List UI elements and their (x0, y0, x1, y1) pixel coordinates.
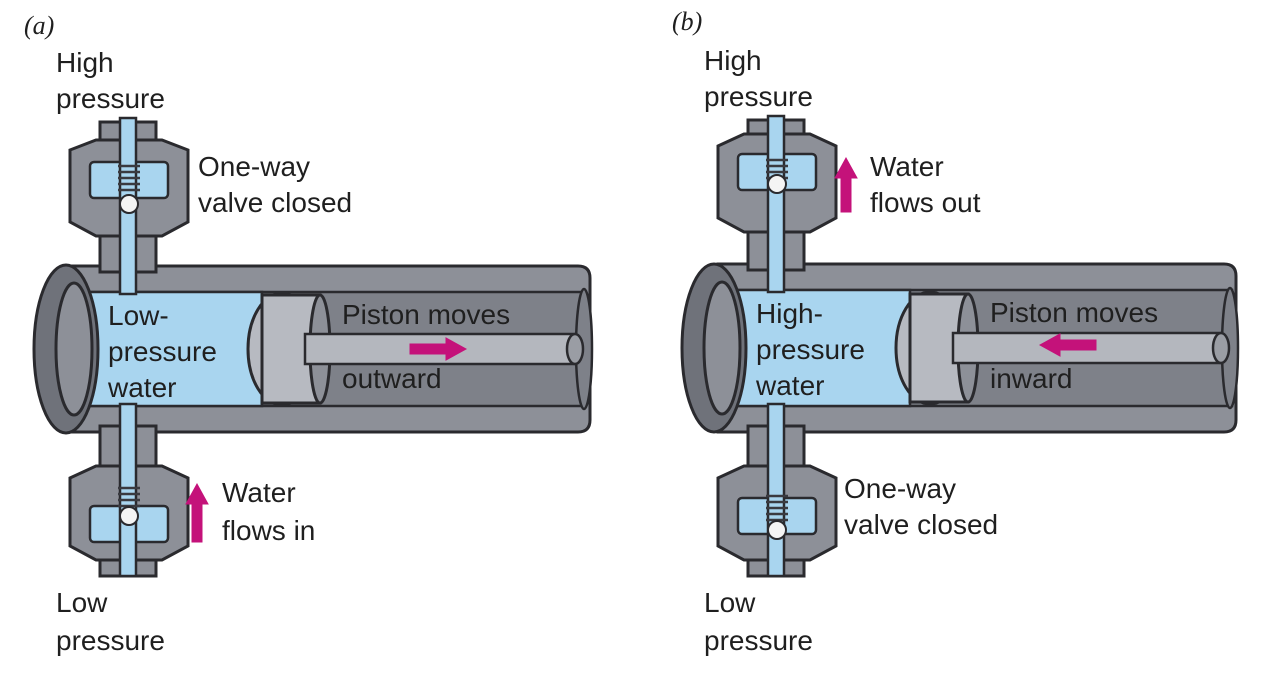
panel-a-letter: (a) (24, 11, 54, 40)
valve-ball (119, 506, 139, 526)
water-chamber (732, 288, 912, 408)
bottom-valve (68, 402, 190, 578)
top-valve (716, 114, 838, 294)
valve-ball (767, 520, 787, 540)
valve-ball (119, 194, 139, 214)
panel-b-letter: (b) (672, 7, 702, 36)
piston-rod-end (565, 332, 585, 366)
piston-inward-arrow (1038, 333, 1097, 357)
panel-a: (a) (24, 11, 594, 656)
panel-b: (b) (672, 7, 1240, 656)
inflow-arrow (185, 482, 209, 543)
top-valve (68, 116, 190, 296)
end-cap-face (54, 281, 94, 417)
valve-ball (767, 174, 787, 194)
outflow-arrow (834, 156, 858, 213)
piston-rod-end (1211, 331, 1231, 365)
end-cap-face (702, 280, 742, 416)
bottom-valve (716, 402, 838, 578)
piston-outward-arrow (409, 337, 468, 361)
